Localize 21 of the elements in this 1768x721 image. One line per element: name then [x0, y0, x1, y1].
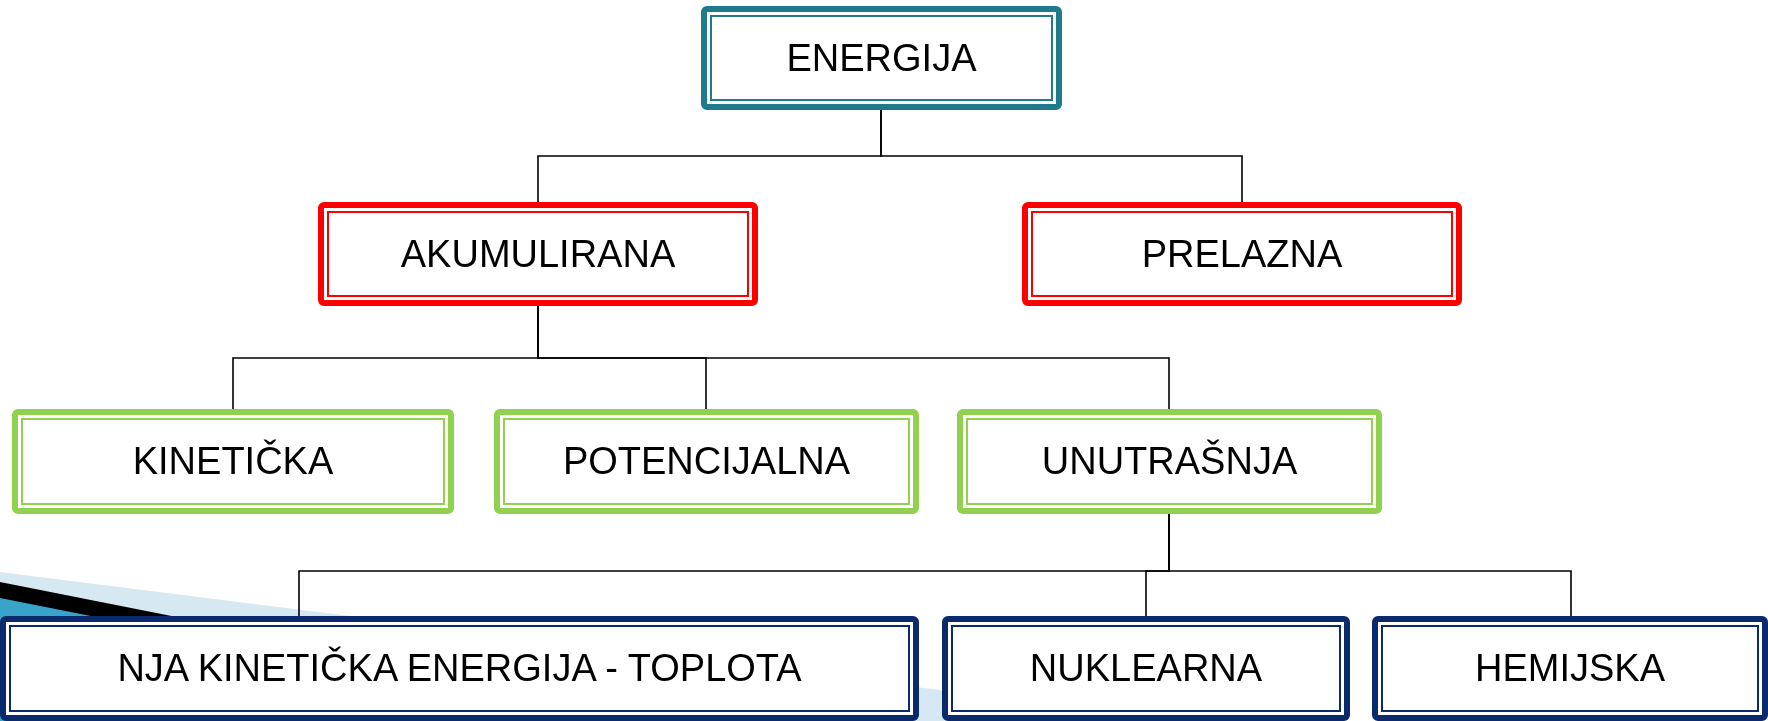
node-label: KINETIČKA	[132, 438, 334, 484]
connector-line	[880, 109, 1243, 203]
leaf-box	[0, 616, 919, 721]
node-label: HEMIJSKA	[1474, 646, 1665, 691]
leaf-box	[1372, 616, 1768, 721]
subcategory-box	[957, 409, 1382, 514]
leaf-box	[942, 616, 1350, 721]
root-box	[701, 6, 1062, 110]
connector-line	[537, 305, 1170, 410]
category-box	[318, 202, 758, 306]
node-label: AKUMULIRANA	[400, 231, 676, 277]
node-label: PRELAZNA	[1141, 231, 1343, 277]
node-label: ENERGIJA	[786, 35, 977, 81]
connector-line	[1168, 513, 1572, 617]
subcategory-box	[12, 409, 454, 514]
node-label: POTENCIJALNA	[562, 439, 851, 484]
node-label: UNUTRAŠNJA	[1041, 438, 1298, 484]
node-label: NJA KINETIČKA ENERGIJA - TOPLOTA	[117, 645, 802, 691]
subcategory-box	[494, 409, 919, 514]
category-box	[1022, 202, 1462, 306]
node-label: NUKLEARNA	[1029, 646, 1263, 691]
